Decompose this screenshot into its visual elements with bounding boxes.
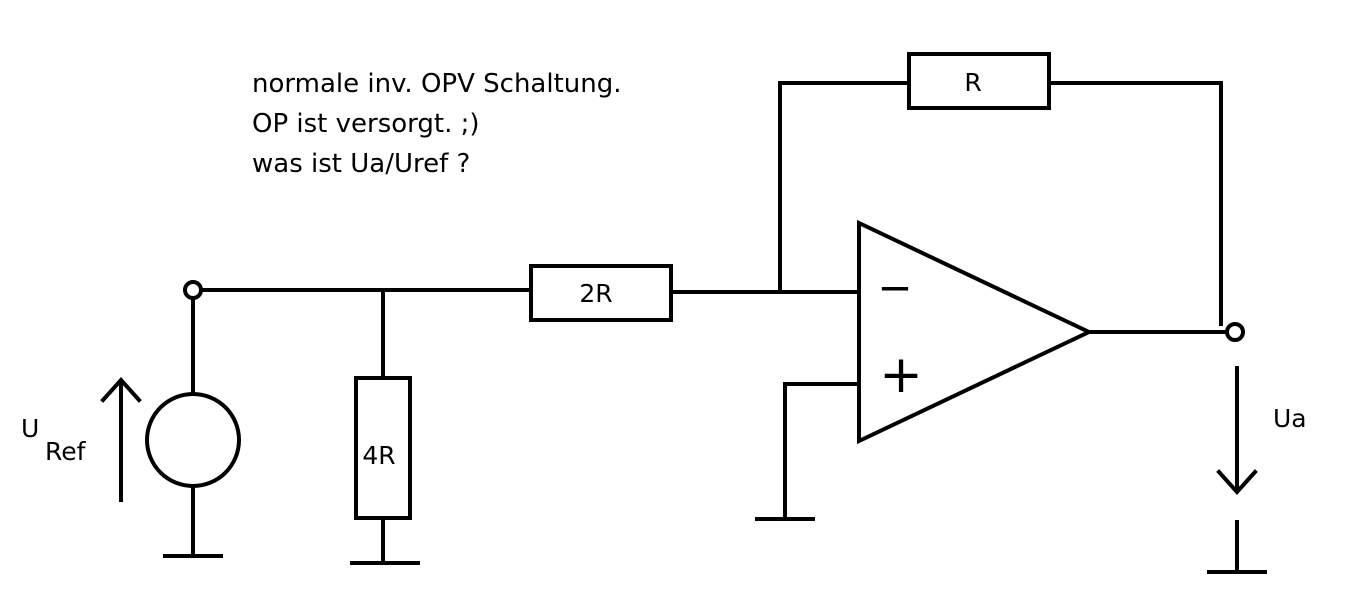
uref-arrow-head: [100, 377, 142, 403]
ua-arrow-head: [1216, 469, 1258, 495]
voltage-source: [145, 392, 241, 488]
opamp-triangle: [857, 219, 1094, 445]
output-terminal: [1225, 322, 1245, 342]
note-line-3: was ist Ua/Uref ?: [252, 149, 471, 179]
resistor-4r-label: 4R: [362, 441, 395, 470]
resistor-r-label: R: [964, 68, 981, 97]
opamp-minus-sign: −: [877, 263, 912, 312]
note-line-1: normale inv. OPV Schaltung.: [252, 69, 622, 99]
uref-subscript: Ref: [45, 437, 87, 466]
input-terminal: [183, 280, 203, 300]
note-line-2: OP ist versorgt. ;): [252, 109, 480, 139]
uref-symbol: U: [21, 414, 39, 443]
opamp-plus-sign: +: [879, 345, 923, 405]
resistor-2r-label: 2R: [579, 279, 612, 308]
ua-label: Ua: [1273, 404, 1307, 433]
question-note: normale inv. OPV Schaltung. OP ist verso…: [252, 64, 622, 184]
